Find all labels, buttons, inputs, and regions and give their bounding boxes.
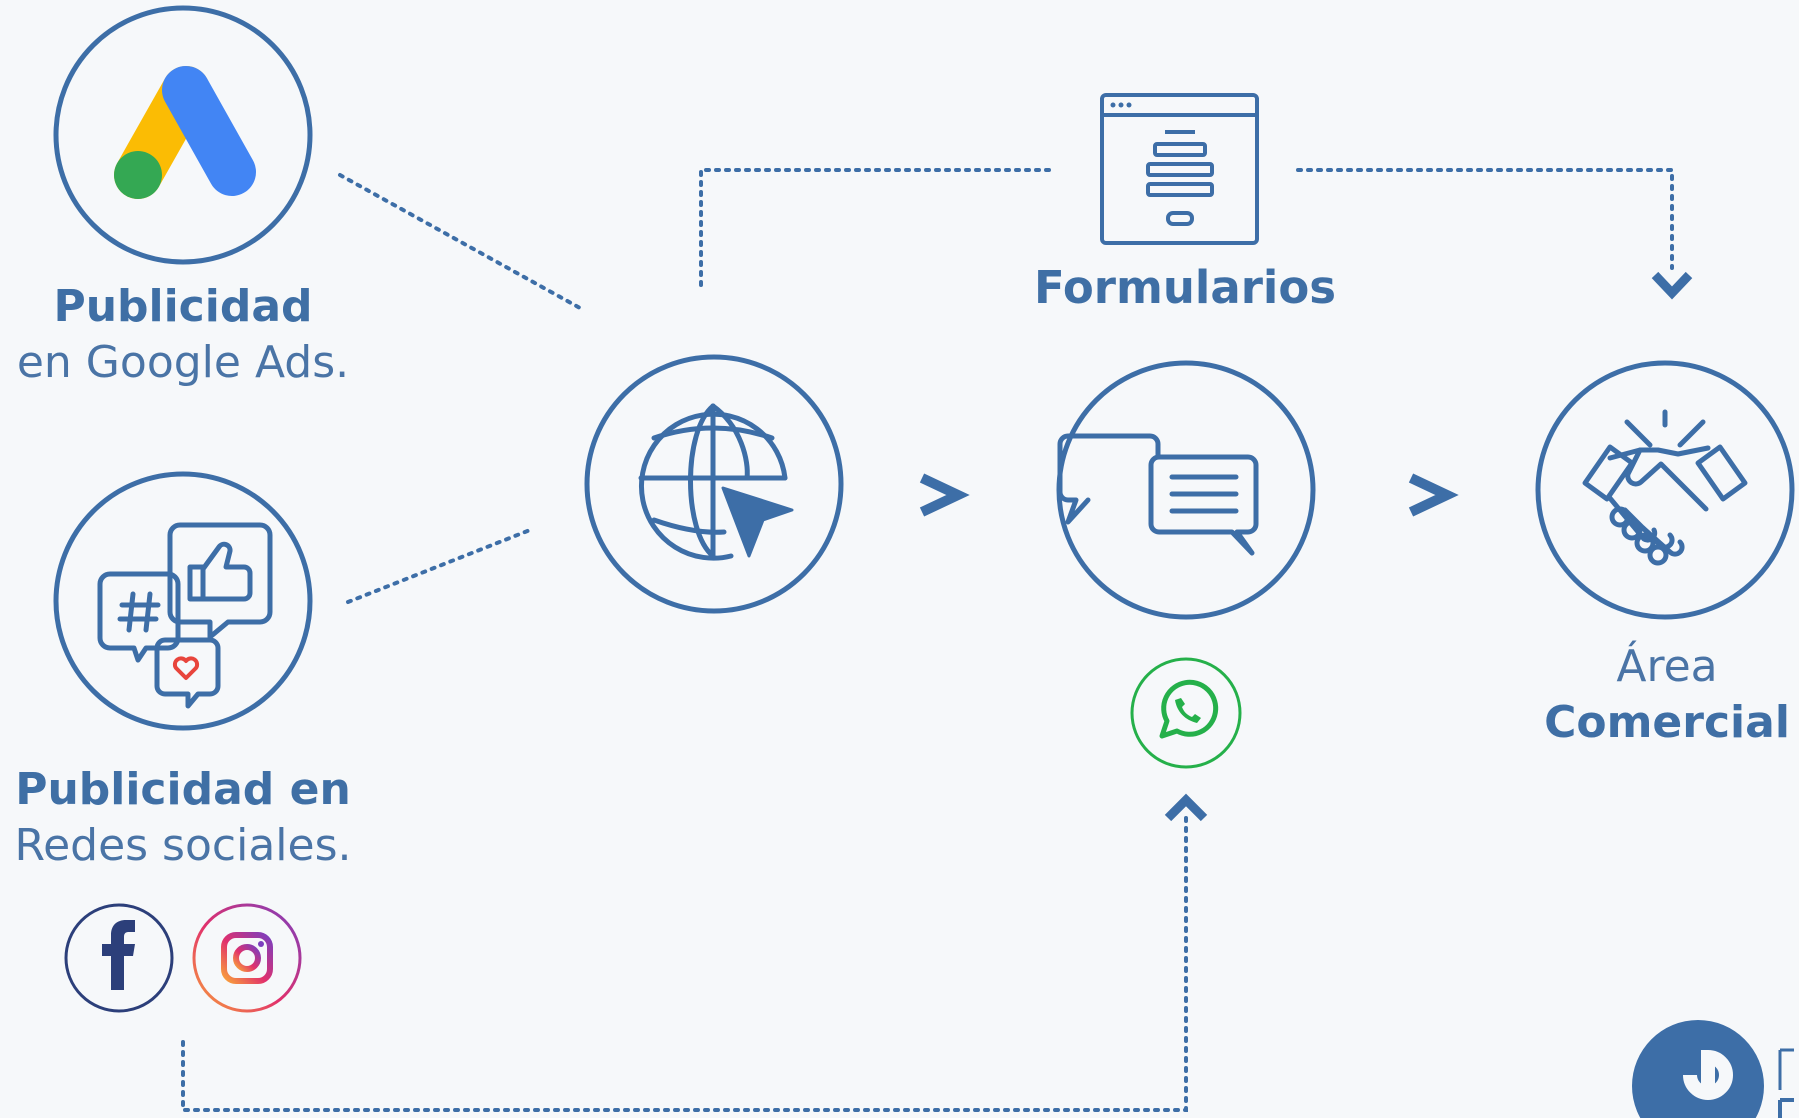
connector-social-to-web	[346, 528, 532, 604]
globe-cursor-icon	[638, 403, 788, 561]
whatsapp-circle[interactable]	[1130, 657, 1242, 769]
handshake-icon	[1582, 409, 1748, 566]
area-comercial-label: Área Comercial	[1535, 641, 1799, 749]
window-dots	[1110, 102, 1132, 108]
facebook-icon[interactable]	[102, 920, 135, 990]
instagram-icon[interactable]	[221, 932, 273, 984]
chat-circle	[1056, 360, 1316, 620]
area-subtitle: Comercial	[1544, 697, 1790, 749]
chevron-right-icon	[919, 473, 970, 517]
arrow-down-icon	[1651, 271, 1693, 300]
instagram-circle[interactable]	[192, 903, 302, 1013]
connector-social-to-whatsapp	[181, 813, 1188, 1112]
logo-icon	[1632, 1020, 1794, 1118]
chat-icon	[1057, 433, 1259, 556]
social-circle	[53, 471, 313, 731]
form-icon	[1100, 93, 1259, 245]
heart-icon	[172, 656, 200, 680]
phone-icon	[1175, 698, 1201, 723]
arrow-up-icon	[1164, 793, 1208, 822]
connector-forms-to-area	[1296, 168, 1674, 270]
social-subtitle: Redes sociales.	[14, 820, 352, 872]
google-ads-title: Publicidad	[53, 281, 313, 332]
facebook-circle[interactable]	[64, 903, 174, 1013]
whatsapp-icon[interactable]	[1159, 679, 1219, 739]
connectors	[181, 168, 1674, 1112]
google-ads-icon	[114, 66, 256, 199]
social-title: Publicidad en	[15, 764, 351, 815]
cursor-icon	[721, 486, 794, 558]
forms-label: Formularios	[1033, 261, 1337, 314]
area-title: Área	[1616, 641, 1718, 692]
google-ads-circle	[53, 5, 313, 265]
connector-web-to-forms	[699, 168, 1054, 287]
social-media-icon	[97, 522, 273, 709]
social-label: Publicidad en Redes sociales.	[0, 764, 366, 872]
google-ads-label: Publicidad en Google Ads.	[0, 281, 366, 389]
connector-google-to-web	[338, 173, 582, 310]
area-circle	[1535, 360, 1795, 620]
chevron-right-icon	[1408, 473, 1459, 517]
google-ads-subtitle: en Google Ads.	[16, 337, 350, 389]
web-circle	[584, 354, 844, 614]
